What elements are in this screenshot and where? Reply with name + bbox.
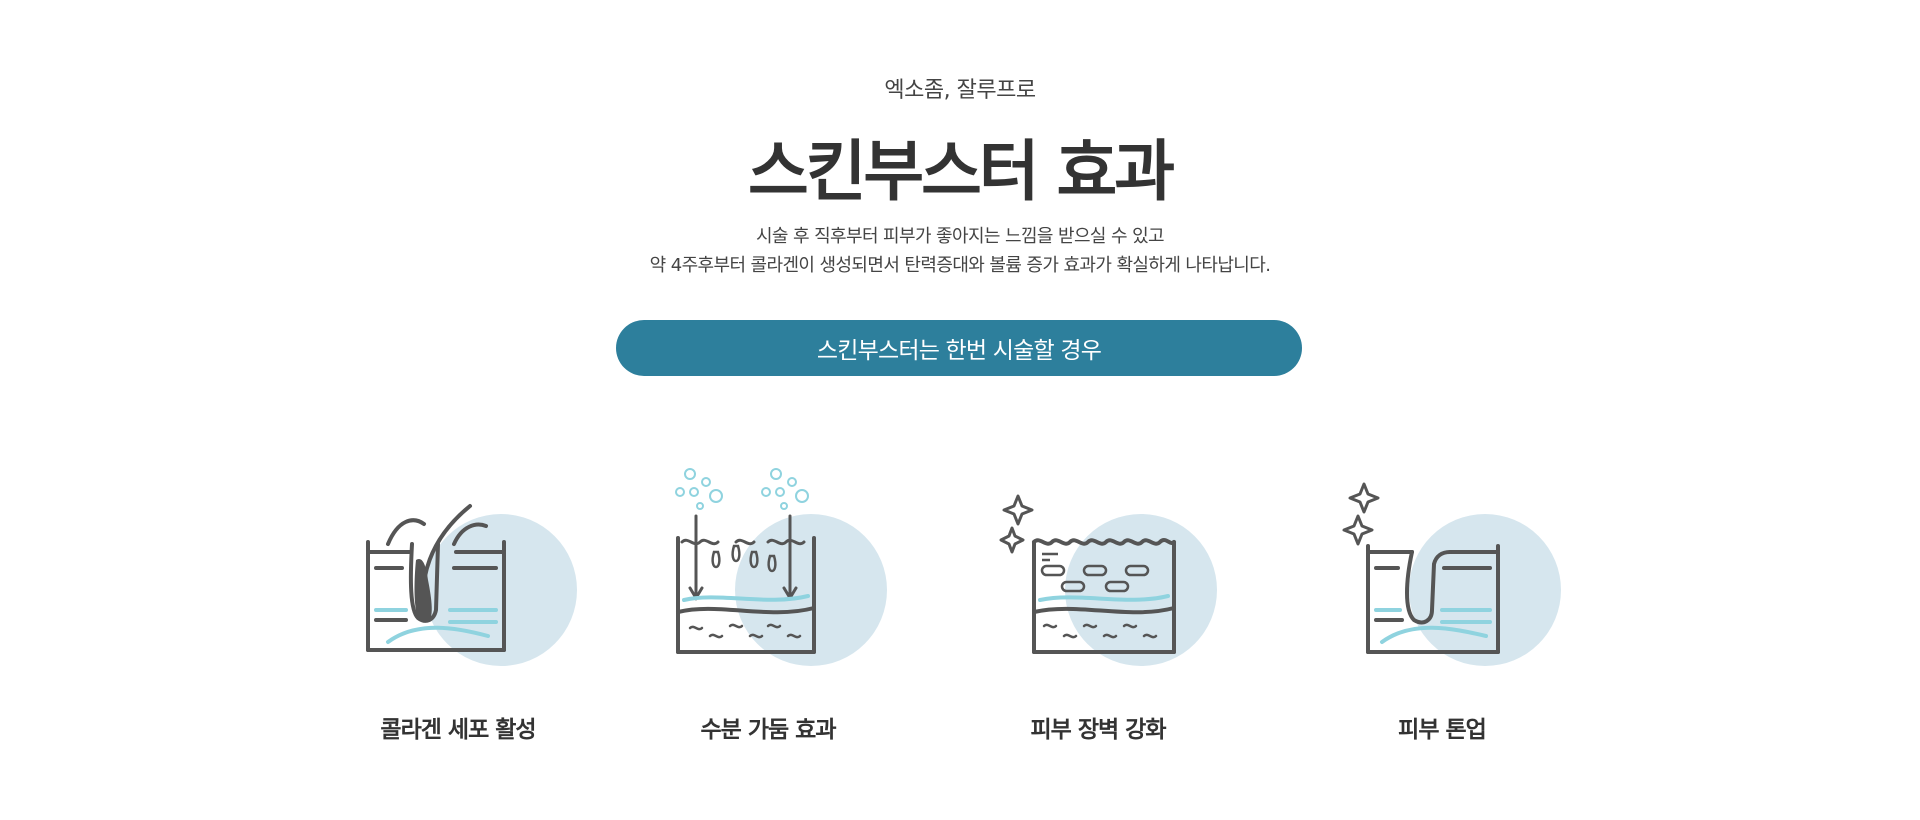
feature-label: 피부 톤업	[1398, 717, 1487, 743]
feature-label: 수분 가둠 효과	[700, 717, 837, 743]
banner-pill: 스킨부스터는 한번 시술할 경우	[616, 320, 1302, 376]
skin-barrier-icon	[999, 494, 1217, 666]
feature-hydration: 수분 가둠 효과	[618, 460, 918, 760]
feature-barrier: 피부 장벽 강화	[948, 460, 1248, 760]
skin-tone-up-icon	[1342, 482, 1561, 666]
feature-label: 콜라겐 세포 활성	[380, 717, 536, 743]
section-description: 시술 후 직후부터 피부가 좋아지는 느낌을 받으실 수 있고 약 4주후부터 …	[0, 222, 1920, 280]
banner-label: 스킨부스터는 한번 시술할 경우	[816, 338, 1102, 364]
feature-tone-up: 피부 톤업	[1292, 460, 1592, 760]
description-line-2: 약 4주후부터 콜라겐이 생성되면서 탄력증대와 볼륨 증가 효과가 확실하게 …	[649, 255, 1271, 276]
description-line-1: 시술 후 직후부터 피부가 좋아지는 느낌을 받으실 수 있고	[755, 226, 1165, 247]
feature-list: 콜라겐 세포 활성	[0, 460, 1920, 760]
feature-collagen: 콜라겐 세포 활성	[308, 460, 608, 760]
section-subtitle: 엑소좀, 잘루프로	[884, 78, 1036, 103]
feature-label: 피부 장벽 강화	[1030, 717, 1167, 743]
hair-follicle-skin-icon	[366, 504, 577, 666]
section-title: 스킨부스터 효과	[747, 133, 1175, 210]
hydration-skin-icon	[675, 468, 887, 666]
